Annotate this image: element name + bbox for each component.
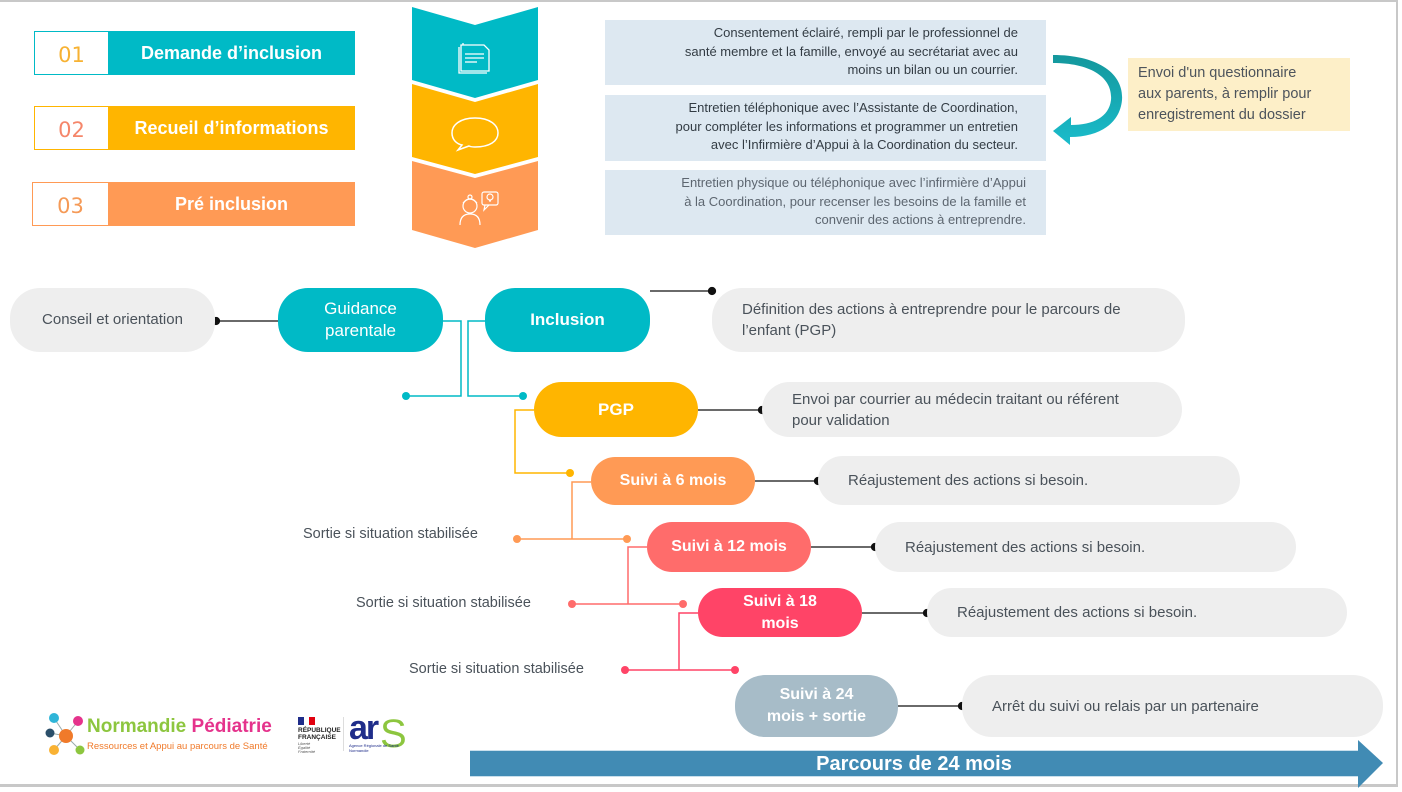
ars-subtitle: Agence Régionale de Santé Normandie [349, 743, 399, 753]
desc-pgp: Envoi par courrier au médecin traitant o… [762, 382, 1182, 437]
desc-label: Réajustement des actions si besoin. [848, 472, 1089, 489]
detail-line: à la Coordination, pour recenser les bes… [684, 193, 1026, 209]
sortie-label-12: Sortie si situation stabilisée [356, 595, 531, 611]
node-pgp: PGP [534, 382, 698, 437]
rf-motto-line: Fraternité [298, 749, 316, 754]
sortie-label-18: Sortie si situation stabilisée [409, 661, 584, 677]
step-number: 03 [32, 182, 108, 226]
np-title-part1: Normandie [87, 716, 187, 737]
rf-motto-line: Égalité [298, 745, 311, 750]
desc-line: Définition des actions à entreprendre po… [742, 301, 1121, 318]
node-label-line: Suivi à 18 [743, 592, 817, 610]
step-number: 02 [34, 106, 108, 150]
desc-suivi-6-mois: Réajustement des actions si besoin. [818, 456, 1240, 505]
node-label-line: Guidance [324, 299, 397, 318]
desc-label: Arrêt du suivi ou relais par un partenai… [992, 697, 1259, 715]
detail-line: moins un bilan ou un courrier. [847, 62, 1018, 77]
detail-line: Consentement éclairé, rempli par le prof… [713, 25, 1018, 40]
timeline-bar [470, 750, 1360, 776]
node-label: Suivi à 12 mois [671, 538, 787, 555]
chevron-step-2 [412, 84, 538, 174]
detail-line: convenir des actions à entreprendre. [814, 212, 1026, 227]
node-label-line: Suivi à 24 [779, 686, 854, 703]
normandie-pediatrie-logo-icon [45, 713, 85, 755]
marianne-flag-icon [298, 717, 315, 725]
curved-arrow-icon [1053, 55, 1123, 145]
node-suivi-24-mois-sortie: Suivi à 24 mois + sortie [735, 675, 898, 737]
node-suivi-6-mois: Suivi à 6 mois [591, 457, 755, 505]
step-label: Demande d’inclusion [108, 31, 355, 75]
step-label: Pré inclusion [108, 182, 355, 226]
node-conseil-orientation: Conseil et orientation [10, 288, 215, 352]
step-pre-inclusion: 03 Pré inclusion [32, 182, 355, 226]
rf-line: RÉPUBLIQUE [298, 727, 341, 734]
ars-sub-line: Normandie [349, 748, 369, 753]
node-label-line: mois + sortie [766, 708, 867, 725]
desc-suivi-18-mois: Réajustement des actions si besoin. [927, 588, 1347, 637]
rf-line: FRANÇAISE [298, 734, 336, 741]
node-suivi-12-mois: Suivi à 12 mois [647, 522, 811, 572]
speech-bubble-icon [451, 117, 499, 152]
republique-francaise-logo: RÉPUBLIQUE FRANÇAISE [298, 727, 341, 741]
nurse-idea-icon [459, 191, 499, 226]
timeline-label: Parcours de 24 mois [816, 753, 1012, 775]
detail-line: Entretien physique ou téléphonique avec … [681, 175, 1026, 190]
step-3-details: Entretien physique ou téléphonique avec … [605, 170, 1046, 235]
note-line: enregistrement du dossier [1138, 107, 1306, 123]
ars-sub-line: Agence Régionale de Santé [349, 743, 399, 748]
desc-line: l’enfant (PGP) [742, 322, 837, 339]
sortie-label-6: Sortie si situation stabilisée [303, 526, 478, 542]
node-label: Guidance parentale [324, 298, 397, 342]
rf-motto: Liberté Égalité Fraternité [298, 742, 315, 754]
normandie-pediatrie-title: Normandie Pédiatrie [87, 716, 272, 738]
desc-label: Réajustement des actions si besoin. [957, 604, 1198, 621]
node-label: Suivi à 24 mois + sortie [767, 684, 866, 728]
document-icon [458, 43, 490, 74]
questionnaire-note: Envoi d'un questionnaire aux parents, à … [1128, 58, 1350, 131]
desc-label: Définition des actions à entreprendre po… [742, 299, 1121, 341]
detail-line: avec l’Infirmière d’Appui à la Coordinat… [710, 137, 1018, 152]
detail-line: pour compléter les informations et progr… [675, 118, 1019, 134]
chevron-step-1 [412, 7, 538, 98]
step-recueil-informations: 02 Recueil d’informations [34, 106, 355, 150]
normandie-pediatrie-subtitle: Ressources et Appui au parcours de Santé [87, 741, 268, 752]
node-label: Suivi à 18 mois [743, 591, 817, 635]
node-label: Inclusion [530, 310, 605, 329]
timeline-arrow [470, 740, 1383, 788]
detail-line: santé membre et la famille, envoyé au se… [684, 43, 1018, 59]
desc-inclusion: Définition des actions à entreprendre po… [712, 288, 1185, 352]
node-label-line: parentale [325, 321, 396, 340]
node-label: Suivi à 6 mois [619, 472, 727, 489]
desc-label: Envoi par courrier au médecin traitant o… [792, 389, 1119, 431]
step-number: 01 [34, 31, 108, 75]
ars-logo-s: S [380, 712, 407, 756]
step-1-details: Consentement éclairé, rempli par le prof… [605, 20, 1046, 85]
node-label: Conseil et orientation [42, 311, 183, 328]
desc-suivi-12-mois: Réajustement des actions si besoin. [875, 522, 1296, 572]
node-label: PGP [598, 399, 634, 419]
node-suivi-18-mois: Suivi à 18 mois [698, 588, 862, 637]
step-chevrons [412, 7, 538, 248]
node-guidance-parentale: Guidance parentale [278, 288, 443, 352]
logo-divider [343, 717, 344, 751]
step-demande-inclusion: 01 Demande d’inclusion [34, 31, 355, 75]
ars-logo: ar [349, 709, 379, 747]
desc-label: Réajustement des actions si besoin. [905, 538, 1146, 556]
node-inclusion: Inclusion [485, 288, 650, 352]
np-title-part2: Pédiatrie [191, 716, 272, 737]
step-2-details: Entretien téléphonique avec l’Assistante… [605, 95, 1046, 161]
node-label-line: mois [761, 614, 799, 632]
step-label: Recueil d’informations [108, 106, 355, 150]
desc-line: pour validation [792, 411, 890, 429]
desc-line: Envoi par courrier au médecin traitant o… [792, 390, 1119, 408]
detail-line: Entretien téléphonique avec l’Assistante… [688, 100, 1018, 115]
note-line: Envoi d'un questionnaire [1138, 65, 1297, 81]
desc-suivi-24-mois: Arrêt du suivi ou relais par un partenai… [962, 675, 1383, 737]
note-line: aux parents, à remplir pour [1138, 86, 1312, 102]
timeline-arrowhead [1358, 740, 1383, 788]
rf-motto-line: Liberté [298, 741, 311, 746]
chevron-step-3 [412, 161, 538, 248]
